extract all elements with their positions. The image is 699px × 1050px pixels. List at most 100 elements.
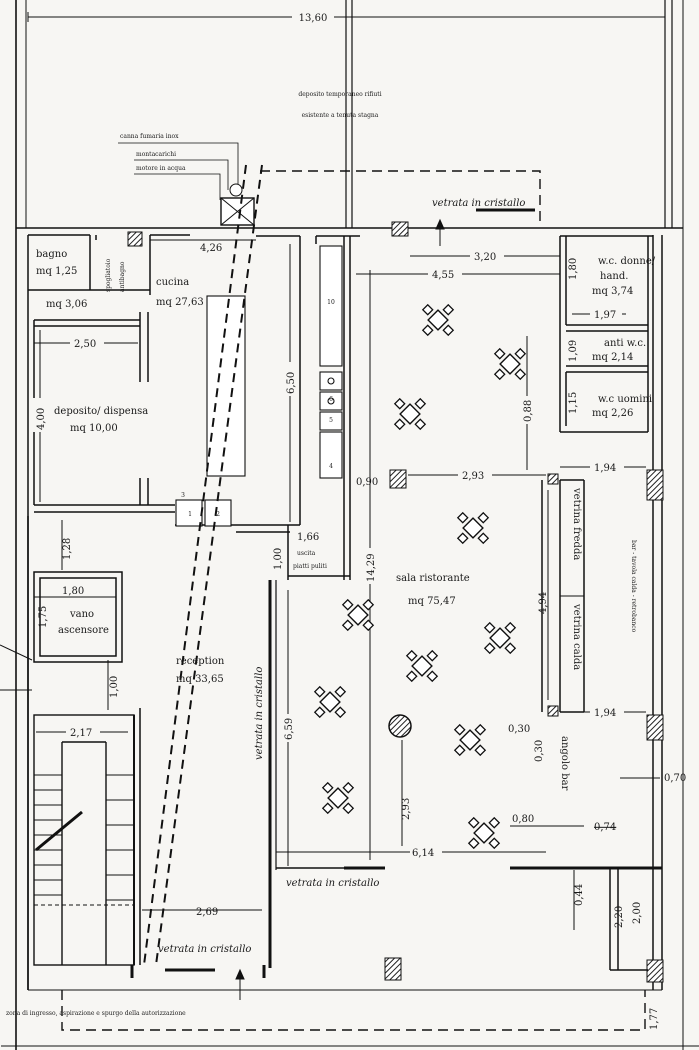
dim-4-94: 4,94 xyxy=(538,592,549,614)
dim-0-88: 0,88 xyxy=(523,400,534,422)
dim-1-00-a: 1,00 xyxy=(273,548,284,570)
vetrata-top-label: vetrata in cristallo xyxy=(432,198,525,209)
dim-1-80-elevator: 1,80 xyxy=(62,586,84,597)
room-spogliatoio-area: mq 3,06 xyxy=(46,299,87,310)
leader-line-1 xyxy=(0,644,33,661)
dim-0-74: 0,74 xyxy=(594,822,616,833)
bar-right-label: bar - tavola calda - retrobanco xyxy=(630,540,637,633)
table-set xyxy=(484,622,516,654)
room-cucina-name: cucina xyxy=(156,277,189,288)
vetrina-calda-label: vetrina calda xyxy=(571,603,582,670)
dimension-2-69: 2,69 xyxy=(142,907,262,918)
canna-note-3: motore in acqua xyxy=(136,165,186,172)
room-sala-area: mq 75,47 xyxy=(408,596,456,607)
dim-label: 3,20 xyxy=(474,252,496,263)
dimension-4-26: 4,26 xyxy=(150,239,256,254)
room-spogliatoio-name: spogliatoio xyxy=(105,258,112,292)
dim-0-30-a: 0,30 xyxy=(508,724,530,735)
dim-label: 6,50 xyxy=(286,372,297,394)
dim-1-80-wc: 1,80 xyxy=(568,258,579,280)
room-bagno-name: bagno xyxy=(36,249,67,260)
dimension-2-93-upper: 2,93 xyxy=(408,468,546,482)
dim-0-30-b: 0,30 xyxy=(534,740,545,762)
vetrina-fredda-label: vetrina fredda xyxy=(571,487,582,560)
room-cucina-area: mq 27,63 xyxy=(156,297,204,308)
room-vano-name: vano xyxy=(69,609,94,620)
dim-0-80: 0,80 xyxy=(512,814,534,825)
staircase xyxy=(33,708,141,966)
dim-0-88-bg xyxy=(520,396,533,424)
room-vano-sub: ascensore xyxy=(58,625,109,636)
dim-1-28: 1,28 xyxy=(62,538,73,560)
dim-label: 2,69 xyxy=(196,907,218,918)
room-deposito-name: deposito/ dispensa xyxy=(54,406,148,417)
table-set xyxy=(457,512,489,544)
bar-counter xyxy=(541,479,585,713)
table-set xyxy=(468,817,500,849)
fixture-2: 2 xyxy=(216,511,220,518)
canna-leader-lines xyxy=(118,142,239,200)
dim-14-29-bg xyxy=(363,548,376,584)
dimension-6-59: 6,59 xyxy=(281,590,295,866)
table-set xyxy=(494,348,526,380)
table-set xyxy=(422,304,454,336)
dim-label: 6,59 xyxy=(284,718,295,740)
dim-label: 1,94 xyxy=(594,463,616,474)
dim-14-29: 14,29 xyxy=(366,553,377,582)
wc-block-walls xyxy=(559,236,649,433)
deposit-dashed-outline xyxy=(260,170,541,226)
vetrata-bottom-reception-label: vetrata in cristallo xyxy=(158,944,251,955)
room-anti-wc-area: mq 2,14 xyxy=(592,352,633,363)
chimney-flue xyxy=(220,183,255,226)
dim-label: 1,94 xyxy=(594,708,616,719)
dim-0-90: 0,90 xyxy=(356,477,378,488)
sala-bottom-wall xyxy=(276,866,662,971)
dim-2-17: 2,17 xyxy=(70,728,92,739)
elevator-shaft xyxy=(27,516,123,990)
structural-columns xyxy=(127,221,664,983)
fixture-10: 10 xyxy=(327,299,335,306)
room-wc-uomini-name: w.c uomini xyxy=(598,394,652,405)
dimension-3-20: 3,20 xyxy=(410,249,560,263)
canna-note-1: canna fumaria inox xyxy=(120,133,179,140)
dim-2-93-lower: 2,93 xyxy=(401,798,412,820)
room-bagno-area: mq 1,25 xyxy=(36,266,77,277)
room-wc-uomini-area: mq 2,26 xyxy=(592,408,633,419)
fixture-4: 4 xyxy=(329,463,333,470)
sala-arrow-top xyxy=(435,218,445,246)
room-reception-name: reception xyxy=(176,656,225,667)
dimension-2-50: 2,50 xyxy=(34,336,138,350)
fixture-6: 6 xyxy=(329,396,333,403)
dim-2-17-bg xyxy=(66,725,100,738)
vetrata-bottom-sala-label: vetrata in cristallo xyxy=(286,878,379,889)
room-uscita-sub: piatti puliti xyxy=(293,563,327,570)
room-anti-wc-name: anti w.c. xyxy=(604,338,646,349)
table-set xyxy=(322,782,354,814)
fixture-3: 3 xyxy=(181,492,185,499)
dim-label: 4,00 xyxy=(36,408,47,430)
dim-label: 4,26 xyxy=(200,243,222,254)
table-set xyxy=(406,650,438,682)
dim-label: 2,50 xyxy=(74,339,96,350)
dim-1-66: 1,66 xyxy=(297,532,319,543)
dim-label: 4,55 xyxy=(432,270,454,281)
dimension-6-14: 6,14 xyxy=(276,845,546,859)
dimension-13-60: 13,60 xyxy=(27,10,666,24)
dim-label: 2,93 xyxy=(462,471,484,482)
room-wc-donne-sub: hand. xyxy=(600,271,628,282)
room-deposito-area: mq 10,00 xyxy=(70,423,118,434)
room-reception-area: mq 33,65 xyxy=(176,674,224,685)
dim-2-00: 2,00 xyxy=(632,902,643,924)
service-zone-walls xyxy=(28,235,351,580)
room-spogliatoio-sub: antibagno xyxy=(119,261,126,292)
kitchen-equipment xyxy=(175,245,343,527)
room-uscita-name: uscita xyxy=(297,550,316,557)
dim-1-97: 1,97 xyxy=(594,310,616,321)
canna-note-2: montacarichi xyxy=(136,151,176,158)
dim-1-00-b: 1,00 xyxy=(109,676,120,698)
entrance-arrow xyxy=(235,968,245,1000)
dim-1-75: 1,75 xyxy=(38,606,49,628)
bottom-note: zona di ingresso, aspirazione e spurgo d… xyxy=(6,1010,186,1017)
dim-label: 13,60 xyxy=(299,13,328,24)
